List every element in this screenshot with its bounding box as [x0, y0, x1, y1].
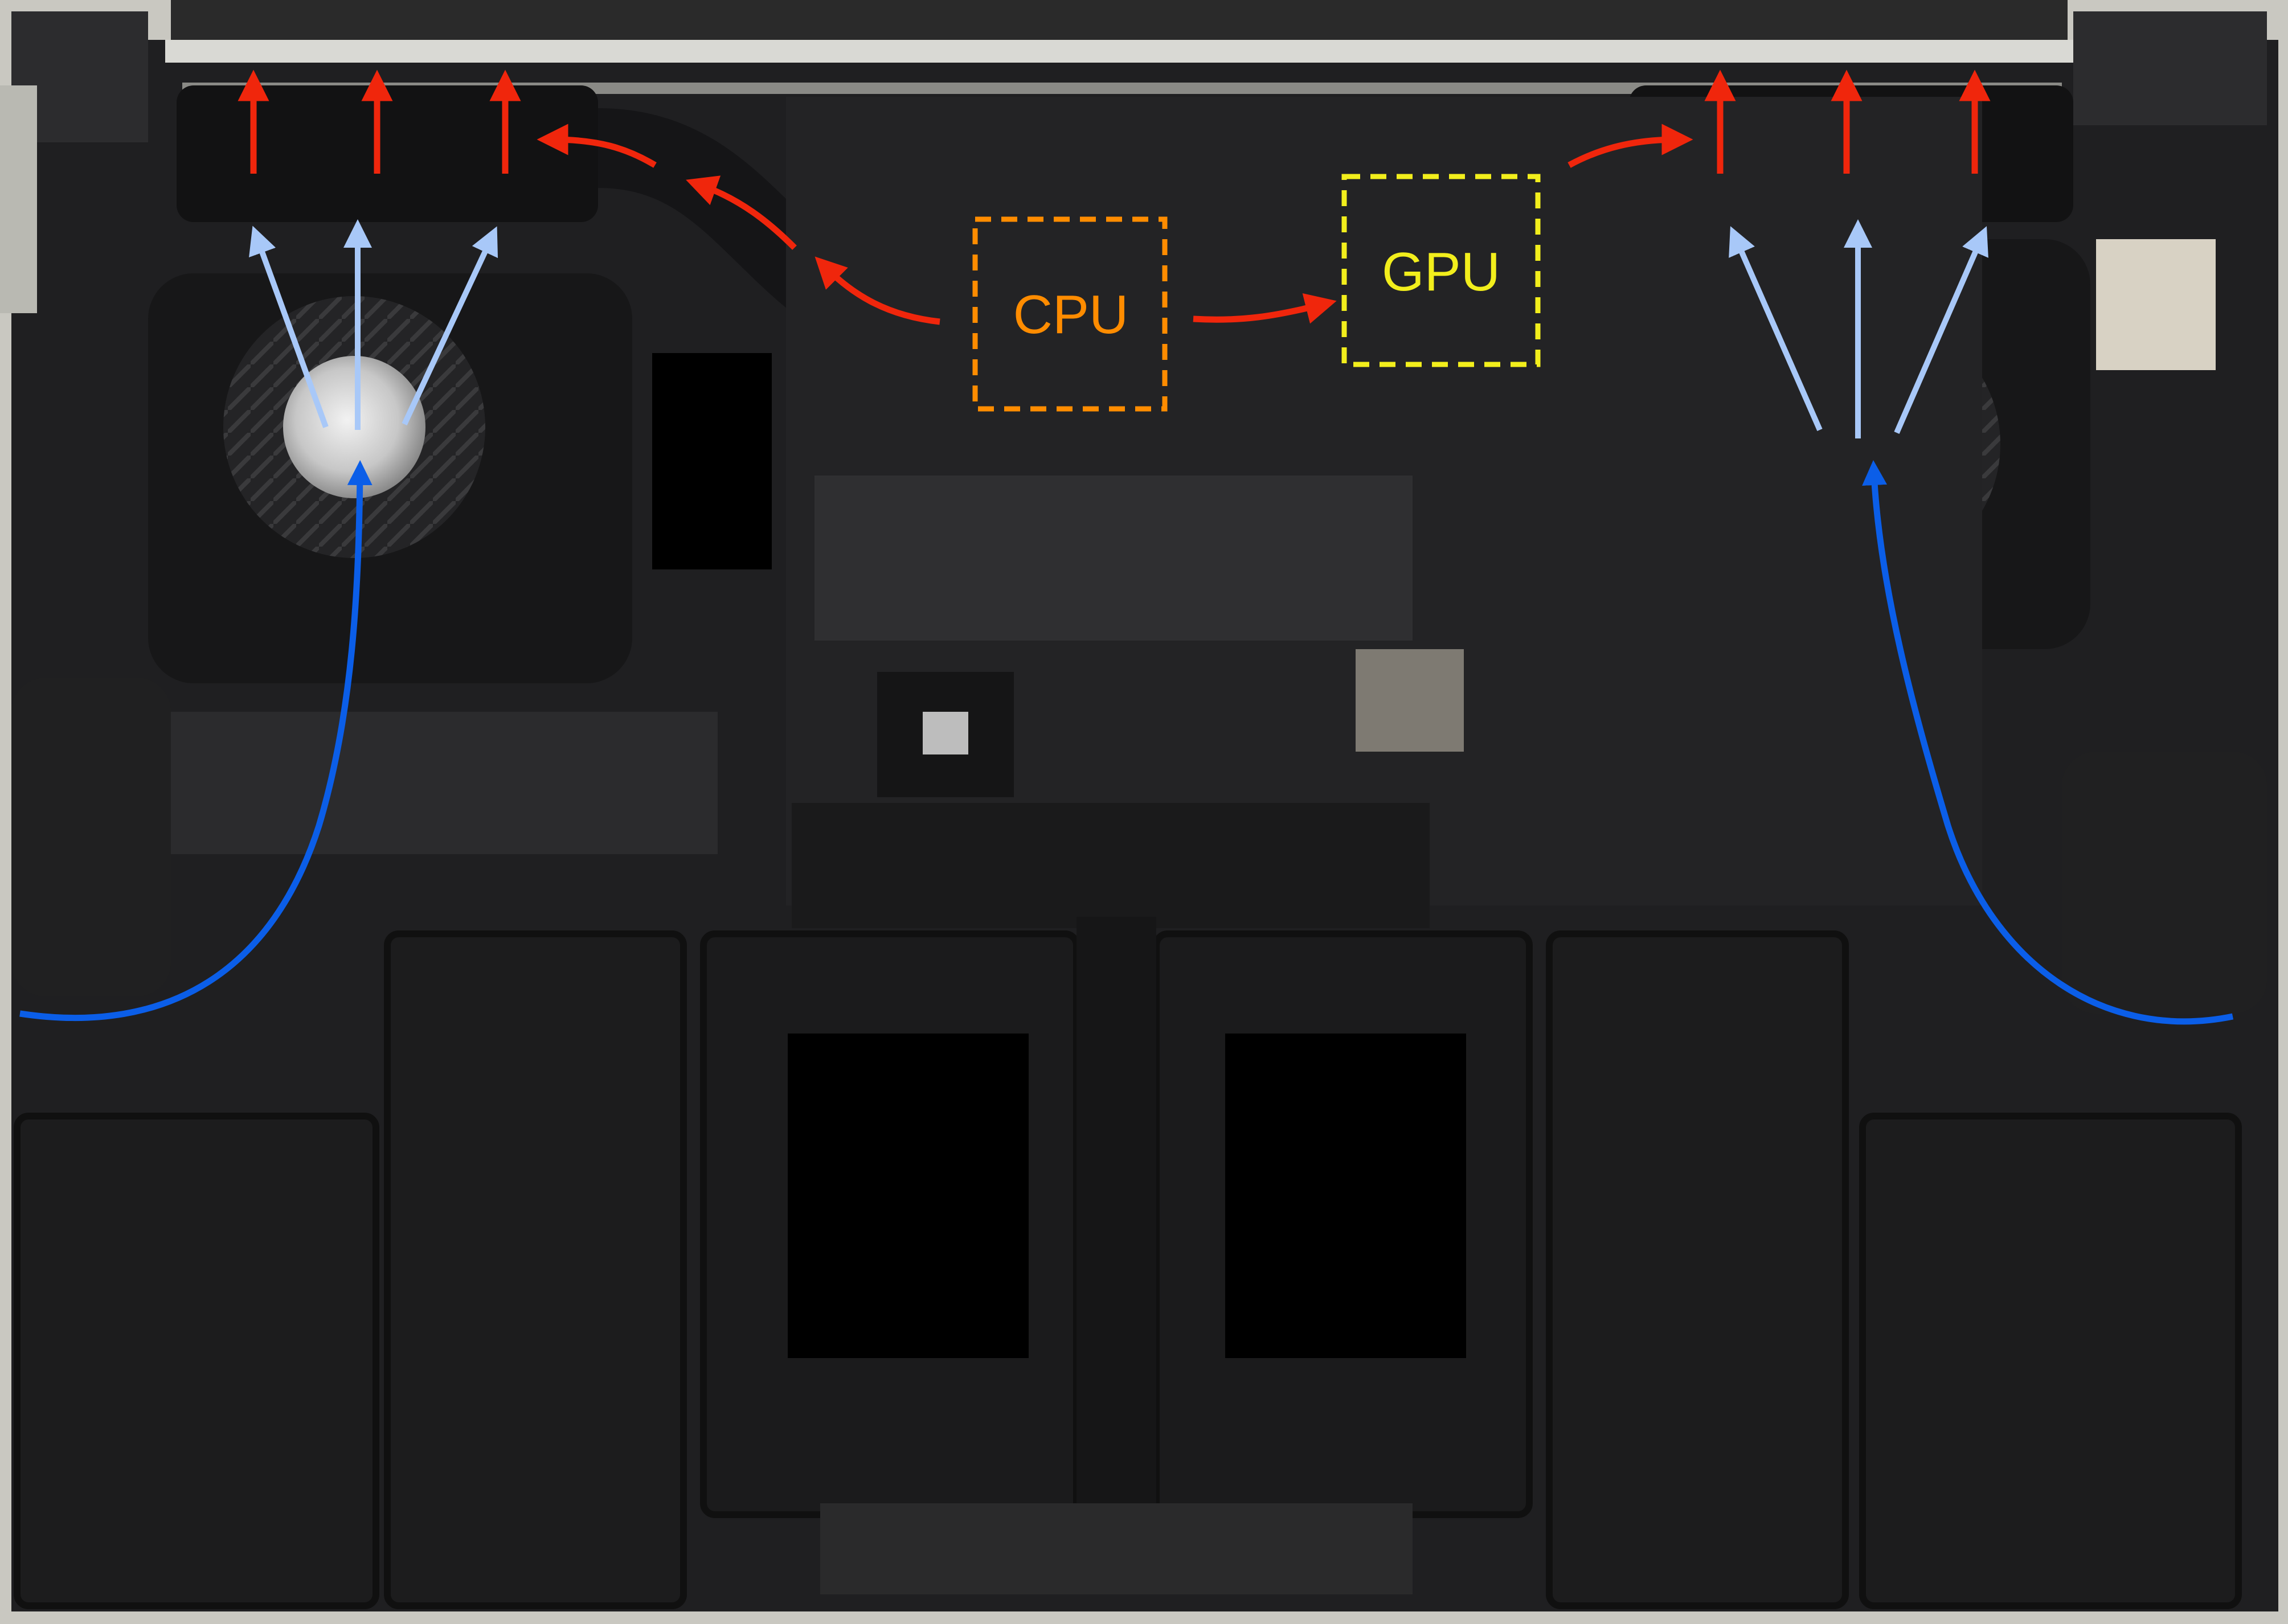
vent-slots: [182, 83, 2062, 94]
trackpad-board: [820, 1503, 1413, 1594]
right-io-shield: [2096, 239, 2216, 370]
battery-cell-left-inner: [384, 930, 687, 1609]
redacted-label-left: [788, 1034, 1029, 1358]
battery-cell-right-outer: [1859, 1113, 2242, 1609]
left-speaker: [11, 678, 171, 996]
left-fan-icon: [223, 296, 485, 558]
board-connector-cover: [792, 803, 1430, 928]
hot-air-arrows: [238, 69, 1991, 325]
right-speaker: [2062, 752, 2267, 1014]
gpu-box: [1341, 174, 1541, 367]
battery-cell-right-inner: [1546, 930, 1849, 1609]
fan-outflow-arrows: [249, 219, 1988, 438]
right-hinge-bracket: [2073, 11, 2267, 125]
redacted-label-right: [1225, 1034, 1466, 1358]
left-heatsink: [177, 85, 598, 222]
intake-air-arrows: [19, 460, 2234, 1025]
battery-cell-left-outer: [14, 1113, 379, 1609]
hinge-bar: [171, 0, 2068, 40]
battery-ribbon-cable: [1077, 917, 1156, 1509]
left-io-port: [0, 85, 37, 313]
cpu-label: CPU: [1013, 284, 1129, 345]
black-redacted-chip: [652, 353, 772, 569]
inductor: [1356, 649, 1464, 752]
cpu-die: [923, 712, 968, 754]
ssd-module: [171, 712, 718, 854]
memory-chips: [814, 475, 1413, 641]
vent-strip: [165, 40, 2073, 63]
gpu-label: GPU: [1382, 241, 1500, 302]
cpu-box: [972, 216, 1168, 412]
